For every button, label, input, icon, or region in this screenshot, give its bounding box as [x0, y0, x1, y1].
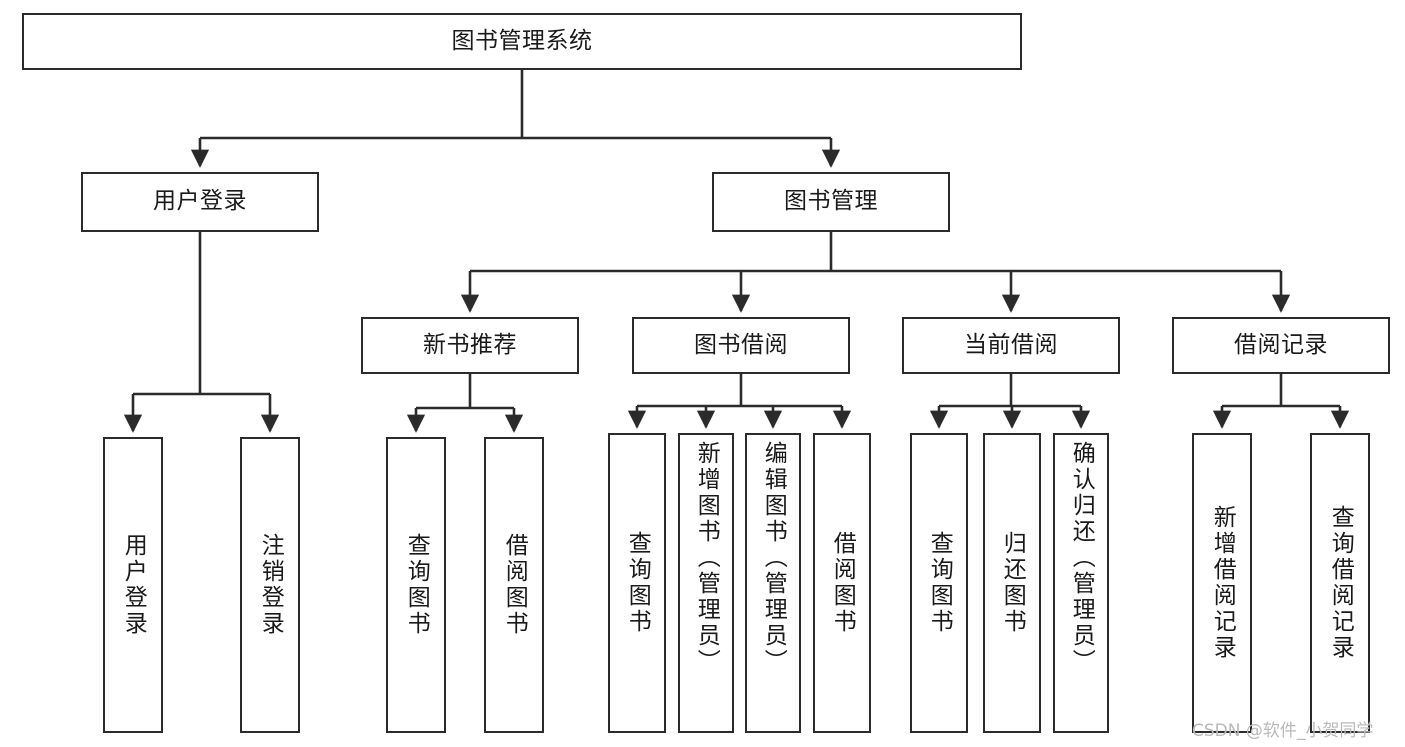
node-leaf-user-login[interactable]: 用户登录	[103, 437, 163, 733]
node-leaf-add-book[interactable]: 新增图书（管理员）	[678, 433, 734, 733]
csdn-watermark: CSDN @软件_小贺同学	[1192, 721, 1374, 741]
node-leaf-query-book-1-label: 查询图书	[403, 533, 430, 637]
node-leaf-borrow-book-1[interactable]: 借阅图书	[484, 437, 544, 733]
node-book-mgmt-label: 图书管理	[784, 188, 878, 215]
node-leaf-query-book-3[interactable]: 查询图书	[910, 433, 968, 733]
node-leaf-user-login-label: 用户登录	[120, 533, 147, 637]
node-leaf-borrow-book-2[interactable]: 借阅图书	[813, 433, 871, 733]
node-leaf-borrow-book-2-label: 借阅图书	[829, 531, 856, 635]
node-leaf-add-record[interactable]: 新增借阅记录	[1192, 433, 1252, 733]
node-borrow-record-label: 借阅记录	[1234, 331, 1328, 358]
node-root-label: 图书管理系统	[451, 27, 593, 54]
node-user-login[interactable]: 用户登录	[81, 172, 319, 232]
node-book-borrow[interactable]: 图书借阅	[632, 317, 850, 374]
node-root[interactable]: 图书管理系统	[22, 13, 1022, 70]
node-leaf-query-book-2-label: 查询图书	[624, 531, 651, 635]
node-leaf-return-book[interactable]: 归还图书	[983, 433, 1041, 733]
node-leaf-query-record[interactable]: 查询借阅记录	[1310, 433, 1370, 733]
node-leaf-user-logout-label: 注销登录	[257, 533, 284, 637]
node-current-borrow-label: 当前借阅	[964, 331, 1058, 358]
node-leaf-query-book-1[interactable]: 查询图书	[386, 437, 446, 733]
node-leaf-add-record-label: 新增借阅记录	[1209, 505, 1236, 661]
node-leaf-return-book-label: 归还图书	[999, 531, 1026, 635]
node-leaf-confirm-return[interactable]: 确认归还（管理员）	[1053, 433, 1109, 733]
node-leaf-edit-book-label: 编辑图书（管理员）	[760, 441, 787, 675]
node-current-borrow[interactable]: 当前借阅	[902, 317, 1120, 374]
node-leaf-borrow-book-1-label: 借阅图书	[501, 533, 528, 637]
node-leaf-query-record-label: 查询借阅记录	[1327, 505, 1354, 661]
node-leaf-user-logout[interactable]: 注销登录	[240, 437, 300, 733]
node-book-mgmt[interactable]: 图书管理	[712, 172, 950, 232]
node-new-book-rec[interactable]: 新书推荐	[361, 317, 579, 374]
node-leaf-add-book-label: 新增图书（管理员）	[693, 441, 720, 675]
node-leaf-edit-book[interactable]: 编辑图书（管理员）	[745, 433, 801, 733]
node-borrow-record[interactable]: 借阅记录	[1172, 317, 1390, 374]
node-leaf-query-book-3-label: 查询图书	[926, 531, 953, 635]
node-leaf-confirm-return-label: 确认归还（管理员）	[1068, 441, 1095, 675]
node-book-borrow-label: 图书借阅	[694, 331, 788, 358]
node-leaf-query-book-2[interactable]: 查询图书	[608, 433, 666, 733]
node-new-book-rec-label: 新书推荐	[423, 331, 517, 358]
node-user-login-label: 用户登录	[153, 188, 247, 215]
